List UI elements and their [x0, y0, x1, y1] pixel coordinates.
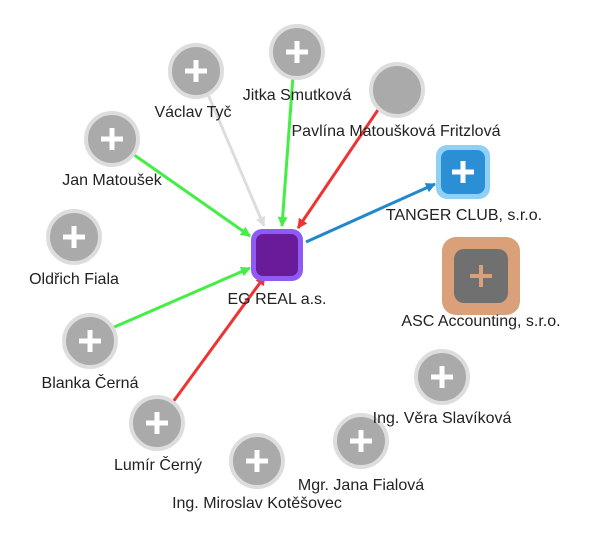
- person-node-blanka[interactable]: [62, 313, 118, 369]
- label-center: EG REAL a.s.: [228, 291, 327, 308]
- label-jana: Mgr. Jana Fialová: [298, 477, 424, 494]
- center-node-eg-real[interactable]: [251, 229, 303, 281]
- label-oldrich: Oldřich Fiala: [29, 271, 119, 288]
- label-jitka: Jitka Smutková: [243, 87, 352, 104]
- edge-jitka-eg: [277, 75, 295, 227]
- person-node-pavlina[interactable]: [369, 62, 425, 118]
- person-node-vera[interactable]: [414, 349, 470, 405]
- person-node-jan[interactable]: [84, 111, 140, 167]
- label-miroslav: Ing. Miroslav Kotěšovec: [172, 495, 342, 512]
- label-jan: Jan Matoušek: [62, 172, 163, 189]
- edge-lumir-eg: [171, 275, 267, 403]
- edge-blanka-eg: [111, 266, 251, 330]
- edge-eg-tanger: [305, 182, 436, 244]
- edges: [111, 75, 436, 403]
- label-pavlina: Pavlína Matoušková Fritzlová: [292, 123, 501, 140]
- label-vaclav: Václav Tyč: [154, 104, 231, 121]
- label-vera: Ing. Věra Slavíková: [373, 410, 512, 427]
- company-node-asc[interactable]: [442, 237, 520, 315]
- label-tanger: TANGER CLUB, s.r.o.: [386, 207, 542, 224]
- person-node-miroslav[interactable]: [229, 433, 285, 489]
- person-node-jana[interactable]: [333, 413, 389, 469]
- label-blanka: Blanka Černá: [42, 373, 139, 392]
- edge-vaclav-eg: [205, 91, 266, 227]
- person-node-lumir[interactable]: [129, 395, 185, 451]
- edge-pavlina-eg: [296, 97, 388, 229]
- edge-jan-eg: [129, 150, 251, 238]
- company-node-tanger[interactable]: [436, 145, 490, 199]
- label-asc: ASC Accounting, s.r.o.: [401, 313, 560, 330]
- person-node-vaclav[interactable]: [168, 43, 224, 99]
- person-node-jitka[interactable]: [269, 24, 325, 80]
- person-node-oldrich[interactable]: [46, 209, 102, 265]
- label-lumir: Lumír Černý: [114, 455, 202, 474]
- labels: Václav Tyč Jitka Smutková Pavlína Matouš…: [29, 87, 561, 512]
